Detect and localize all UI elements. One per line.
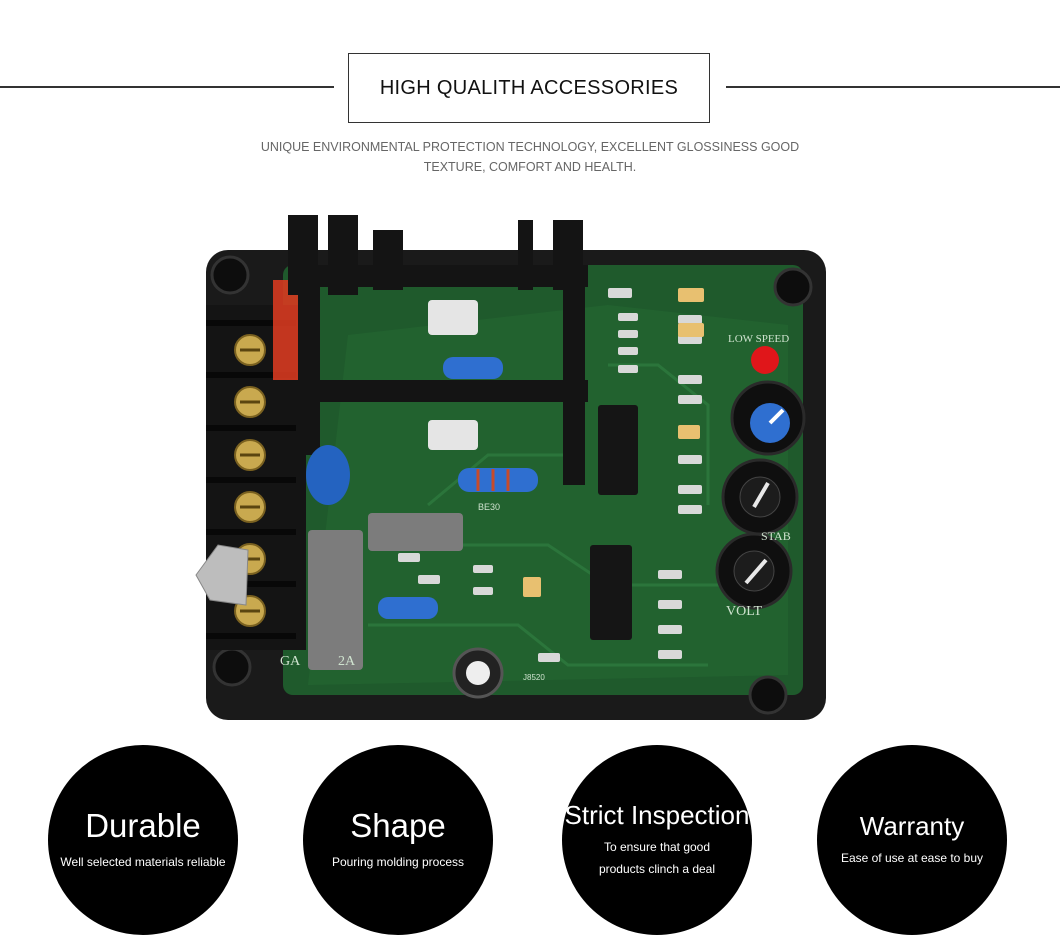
grey-capacitor-tall [308, 530, 363, 670]
feature-desc: Well selected materials reliable [60, 855, 226, 869]
feature-desc: Pouring molding process [331, 855, 465, 869]
header-rule-right [726, 86, 1060, 88]
transistor-1 [428, 300, 478, 335]
subtitle-line-1: UNIQUE ENVIRONMENTAL PROTECTION TECHNOLO… [260, 140, 800, 154]
blue-capacitor [306, 445, 350, 505]
potentiometer-stab [721, 458, 799, 536]
product-image-voltage-regulator-board: LOW SPEED STAB VOLT BE30 J8520 GA 2A [195, 215, 826, 720]
section-subtitle: UNIQUE ENVIRONMENTAL PROTECTION TECHNOLO… [190, 137, 870, 177]
corner-screws [210, 255, 813, 715]
feature-title: Warranty [859, 811, 965, 841]
label-model-prefix: GA [280, 654, 301, 669]
header-rule-left [0, 86, 334, 88]
transistor-2 [428, 420, 478, 450]
feature-title: Strict Inspection [564, 800, 750, 830]
subtitle-line-2: TEXTURE, COMFORT AND HEALTH. [423, 160, 637, 174]
feature-title: Durable [85, 807, 201, 844]
label-be30: BE30 [478, 502, 500, 512]
fuse [273, 280, 298, 380]
section-title-text: HIGH QUALITH ACCESSORIES [379, 76, 679, 99]
heatsink [288, 215, 588, 485]
feature-strict-inspection: Strict Inspection To ensure that good pr… [562, 745, 752, 935]
ic-chip-2 [590, 545, 632, 640]
potentiometer-low-speed [730, 380, 806, 456]
label-volt: VOLT [726, 604, 762, 619]
resistor-r2 [378, 597, 438, 619]
ic-chip-1 [598, 405, 638, 495]
feature-warranty: Warranty Ease of use at ease to buy [817, 745, 1007, 935]
potentiometer-volt [715, 532, 793, 610]
label-stab: STAB [761, 529, 791, 543]
resistor-be30 [458, 468, 538, 492]
feature-shape: Shape Pouring molding process [303, 745, 493, 935]
feature-durable: Durable Well selected materials reliable [48, 745, 238, 935]
metal-tab [195, 544, 249, 606]
feature-desc: Ease of use at ease to buy [840, 851, 984, 865]
label-j8520: J8520 [523, 673, 545, 682]
feature-desc-line-1: To ensure that good [603, 840, 711, 854]
feature-desc-line-2: products clinch a deal [598, 862, 716, 876]
label-model-suffix: 2A [338, 654, 356, 669]
label-low-speed: LOW SPEED [728, 333, 789, 345]
resistor-top [443, 357, 503, 379]
terminal-screws [234, 334, 266, 627]
section-title: HIGH QUALITH ACCESSORIES [348, 53, 710, 123]
feature-title: Shape [350, 807, 446, 844]
grey-capacitor-wide [368, 513, 463, 551]
low-speed-led [751, 346, 779, 374]
